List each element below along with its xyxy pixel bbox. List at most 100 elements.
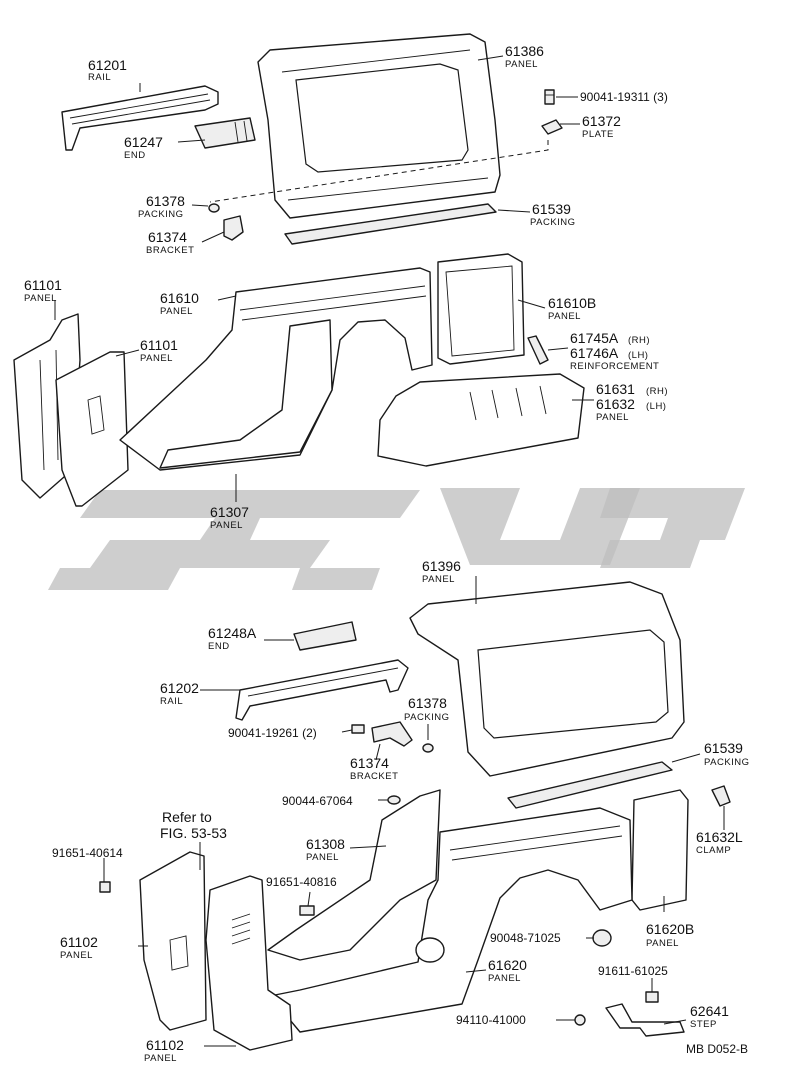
bolt-91611-61025-drawing (645, 991, 659, 1003)
label-61372-name: PLATE (582, 129, 614, 140)
part-61620B-panel-drawing (631, 789, 689, 911)
label-61610B-name: PANEL (548, 311, 581, 322)
label-61101-inner-name: PANEL (140, 353, 173, 364)
label-61378-upper-name: PACKING (138, 209, 184, 220)
part-61539-packing-drawing (284, 203, 497, 245)
label-91611-61025: 91611-61025 (598, 964, 668, 978)
label-61386-name: PANEL (505, 59, 538, 70)
part-62641-step-drawing (605, 1003, 685, 1037)
part-61374-bracket-drawing (223, 215, 244, 241)
part-61201-rail-drawing (61, 85, 219, 151)
label-61248A-name: END (208, 641, 230, 652)
label-61248A-number: 61248A (208, 625, 257, 641)
label-61102-rear-name: PANEL (60, 950, 93, 961)
leader-lines (54, 55, 725, 1047)
label-61374-upper-name: BRACKET (146, 245, 194, 256)
clip-90044-67064-drawing (387, 795, 401, 805)
label-61378-lower-name: PACKING (404, 712, 450, 723)
label-61746A-number: 61746A (570, 345, 619, 361)
label-61632-number: 61632 (596, 396, 635, 412)
label-61102-front-number: 61102 (146, 1037, 184, 1053)
label-61610-number: 61610 (160, 290, 199, 306)
part-61386-panel-drawing (257, 33, 501, 219)
label-90041-19311: 90041-19311 (3) (580, 90, 668, 104)
part-61632L-clamp-drawing (711, 785, 731, 807)
label-61620-name: PANEL (488, 973, 521, 984)
label-61102-front-name: PANEL (144, 1053, 177, 1064)
label-61307-name: PANEL (210, 520, 243, 531)
label-61631-number: 61631 (596, 381, 635, 397)
label-90041-19261: 90041-19261 (2) (228, 726, 317, 740)
part-61620-panel-drawing (269, 807, 633, 1033)
label-61632-suffix: (LH) (646, 401, 666, 412)
bolt-90041-19311-drawing (544, 89, 555, 105)
label-61746A-name: REINFORCEMENT (570, 361, 659, 372)
label-61539-lower-number: 61539 (704, 740, 743, 756)
label-61201-number: 61201 (88, 57, 127, 73)
label-61620B-number: 61620B (646, 921, 694, 937)
label-61539-lower-name: PACKING (704, 757, 750, 768)
label-61396-number: 61396 (422, 558, 461, 574)
part-61248A-end-drawing (293, 621, 357, 651)
label-61610-name: PANEL (160, 306, 193, 317)
part-61610-panel-drawing (119, 267, 433, 471)
label-61101-outer-name: PANEL (24, 293, 57, 304)
label-61631-suffix: (RH) (646, 386, 668, 397)
part-61372-plate-drawing (541, 119, 563, 135)
bolt-90041-19261-drawing (351, 724, 365, 734)
part-61396-panel-drawing (409, 581, 685, 777)
label-61610B-number: 61610B (548, 295, 596, 311)
label-61632-name: PANEL (596, 412, 629, 423)
bolt-91651-40816-drawing (299, 905, 315, 916)
label-61539-upper-name: PACKING (530, 217, 576, 228)
label-61101-inner-number: 61101 (140, 337, 178, 353)
reference-note-line1: Refer to (162, 809, 212, 825)
part-61308-panel-drawing (267, 789, 441, 961)
part-61102-rear-panel-drawing (139, 851, 207, 1031)
label-61386-number: 61386 (505, 43, 544, 59)
label-61378-lower-number: 61378 (408, 695, 447, 711)
label-61396-name: PANEL (422, 574, 455, 585)
label-61307-number: 61307 (210, 504, 249, 520)
label-61202-number: 61202 (160, 680, 199, 696)
label-62641-number: 62641 (690, 1003, 729, 1019)
watermark-logo (48, 488, 745, 590)
part-61247-end-drawing (194, 117, 256, 149)
part-61102-front-panel-drawing (205, 875, 293, 1051)
plug-90048-71025-drawing (592, 929, 612, 947)
label-61372-number: 61372 (582, 113, 621, 129)
part-61374-bracket-lower-drawing (371, 721, 413, 747)
label-61378-upper-number: 61378 (146, 193, 185, 209)
label-61745A-suffix: (RH) (628, 335, 650, 346)
label-61308-number: 61308 (306, 836, 345, 852)
label-94110-41000: 94110-41000 (456, 1013, 526, 1027)
label-61745A-number: 61745A (570, 330, 619, 346)
label-61202-name: RAIL (160, 696, 183, 707)
bolt-91651-40614-drawing (99, 881, 111, 893)
part-61202-rail-drawing (235, 659, 409, 721)
label-61632L-number: 61632L (696, 829, 743, 845)
label-61201-name: RAIL (88, 72, 111, 83)
label-61247-number: 61247 (124, 134, 163, 150)
part-61307-panel-drawing (159, 319, 333, 469)
label-61308-name: PANEL (306, 852, 339, 863)
label-61374-lower-name: BRACKET (350, 771, 398, 782)
part-61610B-panel-drawing (437, 253, 525, 365)
label-61101-outer-number: 61101 (24, 277, 62, 293)
label-91651-40614: 91651-40614 (52, 846, 123, 860)
part-61378-packing-drawing (208, 203, 220, 213)
label-90044-67064: 90044-67064 (282, 794, 353, 808)
part-61631-panel-drawing (377, 373, 585, 467)
label-61539-upper-number: 61539 (532, 201, 571, 217)
label-61102-rear-number: 61102 (60, 934, 98, 950)
label-61247-name: END (124, 150, 146, 161)
diagram-code: MB D052-B (686, 1042, 748, 1056)
label-61620-number: 61620 (488, 957, 527, 973)
label-61620B-name: PANEL (646, 938, 679, 949)
part-61101-inner-panel-drawing (55, 351, 129, 507)
label-90048-71025: 90048-71025 (490, 931, 561, 945)
label-61374-upper-number: 61374 (148, 229, 187, 245)
label-91651-40816: 91651-40816 (266, 875, 337, 889)
part-61539-packing-lower-drawing (507, 761, 673, 809)
